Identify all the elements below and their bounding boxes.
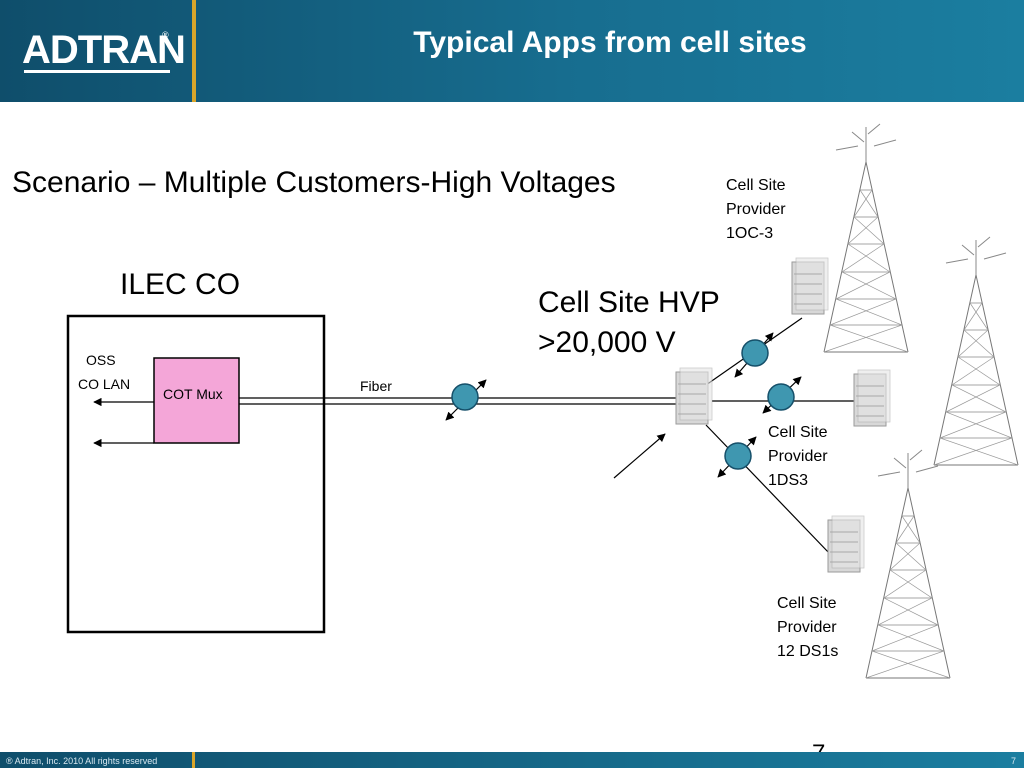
adtran-logo: ADTRAN ® [0, 0, 192, 102]
cell-tower-icon [865, 449, 951, 679]
hvp-label: Cell Site HVP [538, 286, 720, 319]
optical-node-fiber [445, 379, 487, 421]
header-divider [192, 0, 196, 102]
provider-oc3-label: Cell Site Provider 1OC-3 [726, 177, 786, 242]
ilec-co-box [66, 314, 326, 634]
header-bar [0, 0, 1024, 102]
oss-label: OSS [86, 352, 116, 368]
provider-ds1-server-icon [827, 515, 865, 573]
footer-copyright: ® Adtran, Inc. 2010 All rights reserved [6, 756, 158, 766]
hvp-voltage-label: >20,000 V [538, 326, 676, 359]
optical-node-oc3 [734, 332, 774, 378]
cot-mux-box [153, 357, 240, 444]
provider-oc3-server-icon [791, 257, 829, 315]
cot-mux-label: COT Mux [163, 386, 223, 402]
footer-divider [192, 752, 195, 768]
provider-ds3-server-icon [853, 369, 891, 427]
hvp-pointer-arrow [613, 433, 666, 479]
fiber-label: Fiber [360, 378, 392, 394]
ilec-co-label: ILEC CO [120, 268, 241, 301]
co-lan-label: CO LAN [78, 376, 131, 392]
logo-underline [24, 70, 170, 73]
scenario-heading: Scenario – Multiple Customers-High Volta… [12, 166, 616, 199]
cell-tower-icon [823, 123, 909, 353]
footer-page-number: 7 [1010, 756, 1016, 766]
hvp-server-icon [675, 367, 713, 425]
registered-mark-icon: ® [162, 30, 169, 40]
provider-ds3-label: Cell Site Provider 1DS3 [768, 424, 828, 489]
logo-text: ADTRAN [22, 28, 186, 72]
provider-ds1-label: Cell Site Provider 12 DS1s [777, 595, 839, 660]
cell-tower-icon [933, 236, 1019, 466]
slide-title: Typical Apps from cell sites [413, 26, 807, 59]
optical-node-ds1 [717, 436, 757, 478]
optical-node-ds3 [762, 376, 802, 414]
footer-bar [0, 752, 1024, 768]
